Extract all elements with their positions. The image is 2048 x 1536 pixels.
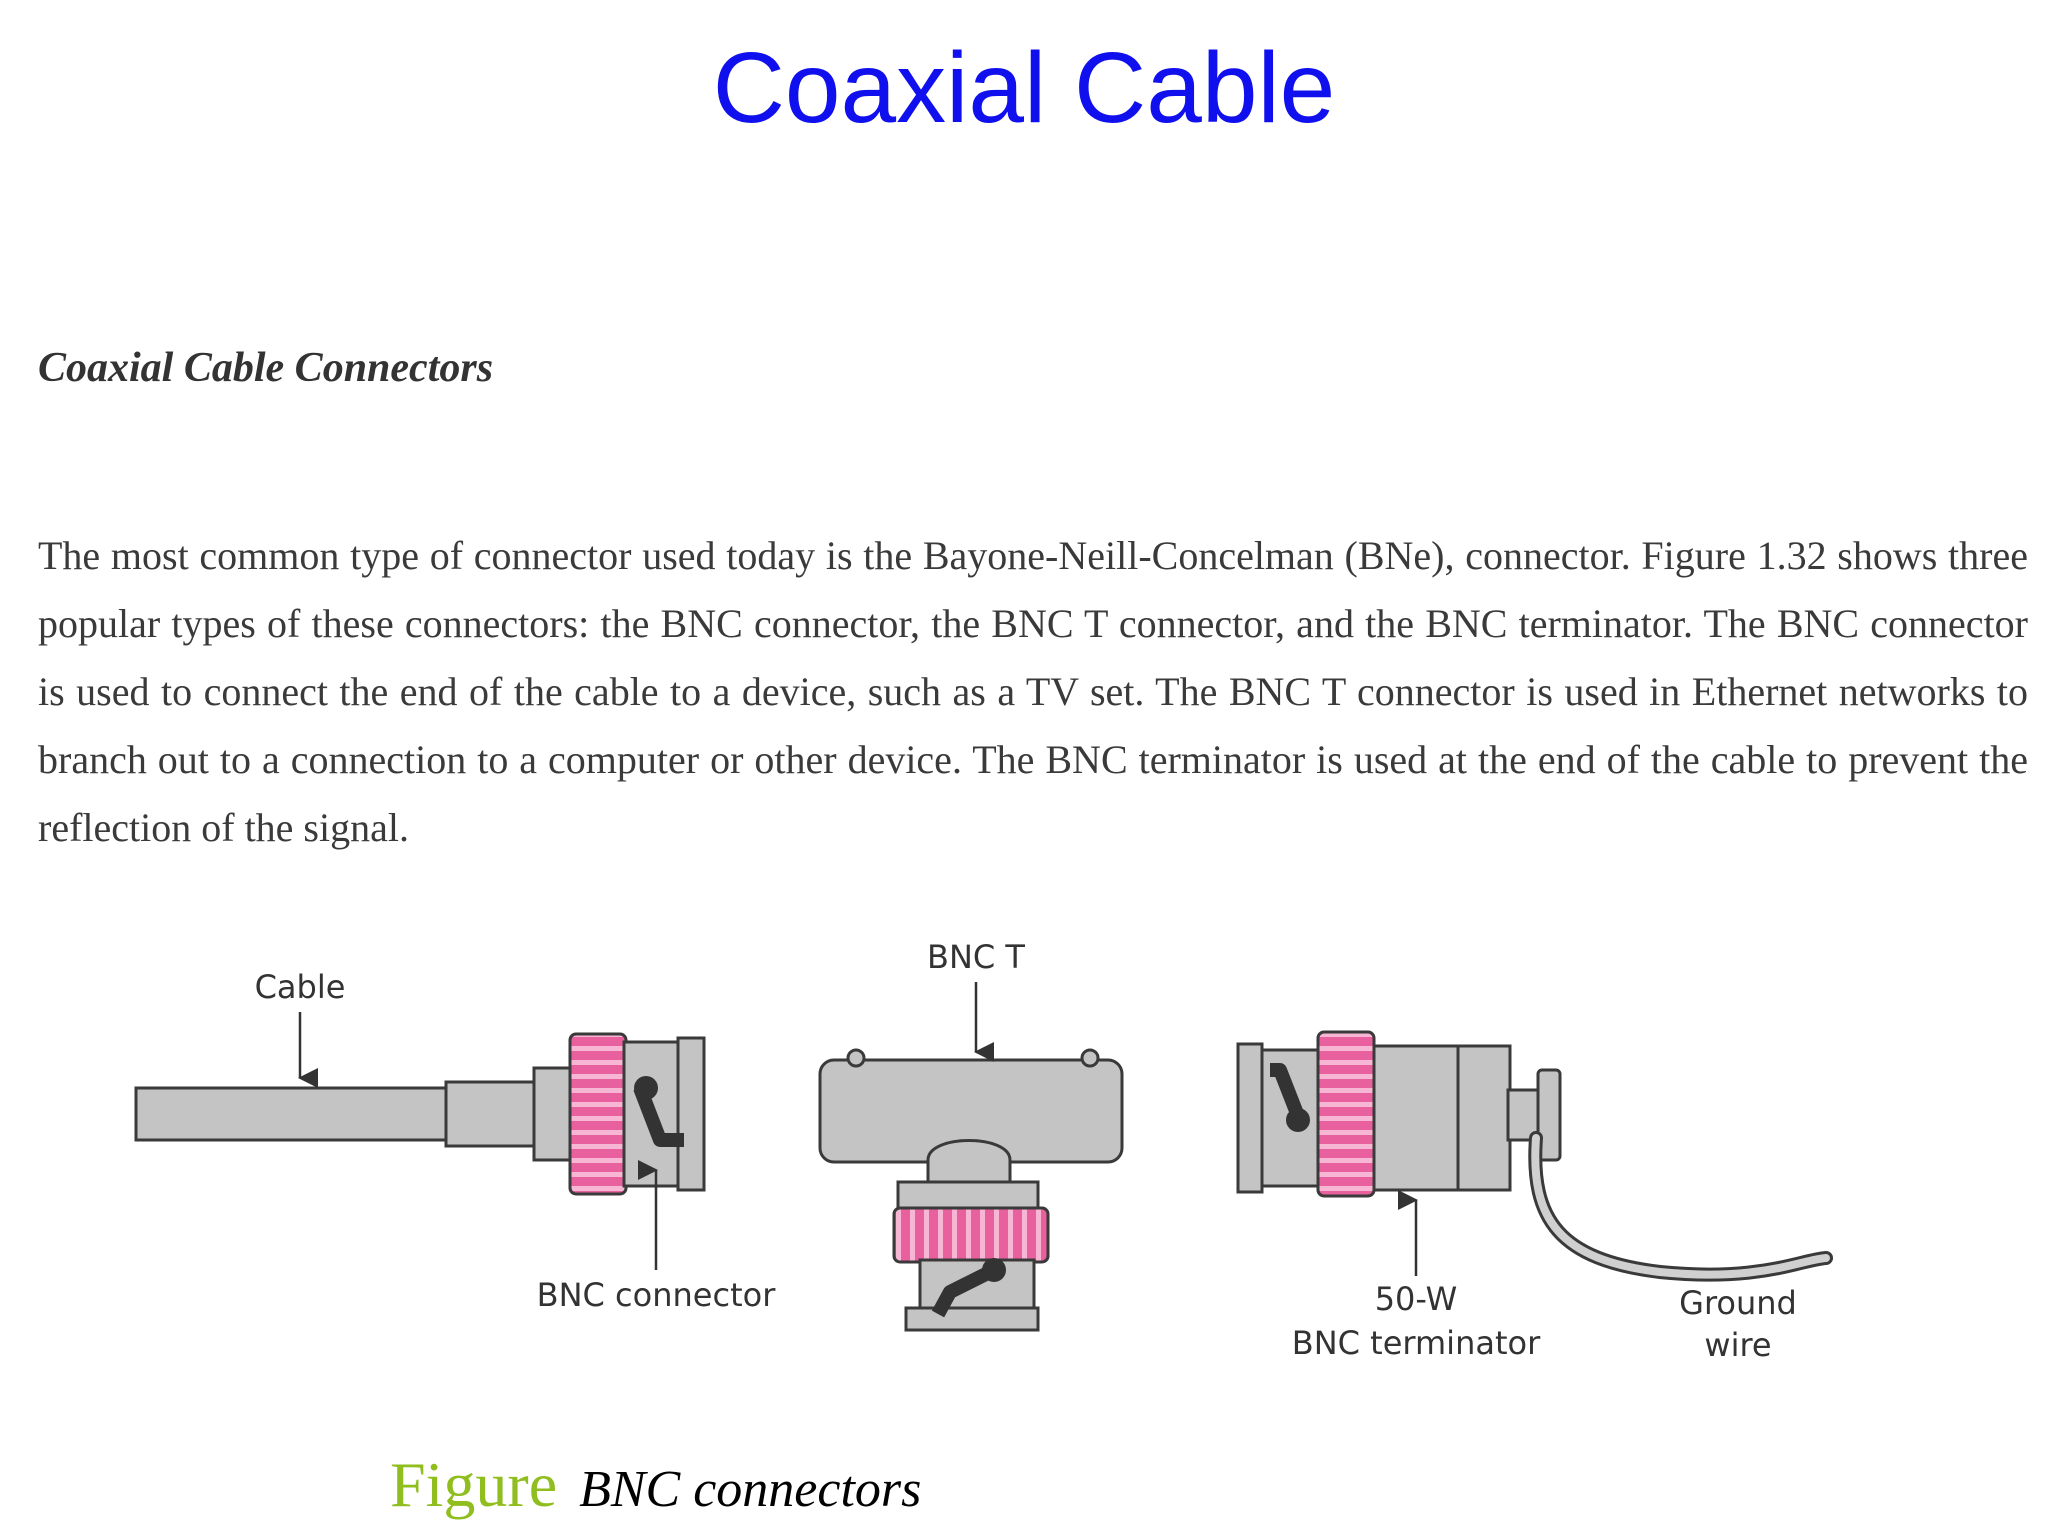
terminator-face: [1236, 1042, 1264, 1194]
t-stem-base: [896, 1180, 1040, 1212]
terminator-label-line2: BNC terminator: [1292, 1324, 1541, 1362]
bnc-connector-label: BNC connector: [537, 1276, 777, 1314]
bnc-t-assembly: [818, 1048, 1124, 1332]
bayonet-stud: [634, 1076, 658, 1100]
cable-sleeve: [444, 1080, 538, 1148]
connector-neck: [532, 1066, 576, 1162]
bnc-connectors-diagram: Cable BNC connector BNC T 50-W BNC termi…: [134, 938, 1833, 1364]
ground-wire-label-line1: Ground: [1679, 1284, 1797, 1322]
terminator-label-line1: 50-W: [1375, 1280, 1458, 1318]
ground-wire-core: [1531, 1134, 1830, 1279]
bayonet-pin: [633, 1085, 684, 1147]
bnc-terminator-assembly: [1236, 1030, 1833, 1282]
t-stem: [926, 1139, 1012, 1194]
connector-collar: [568, 1032, 628, 1196]
figure-caption: Figure BNC connectors: [390, 1448, 921, 1522]
cable: [134, 1086, 450, 1142]
ground-wire-label-line2: wire: [1704, 1326, 1771, 1364]
slide-title: Coaxial Cable: [712, 32, 1336, 144]
t-bayonet-stud: [982, 1258, 1006, 1282]
bnc-t-label: BNC T: [927, 938, 1025, 976]
ground-wire: [1528, 1131, 1833, 1282]
terminator-bayonet-stud: [1286, 1108, 1310, 1132]
caption-label: Figure: [390, 1449, 558, 1520]
terminator-body: [1372, 1044, 1512, 1192]
t-left-stud: [846, 1048, 866, 1068]
terminator-collar: [1316, 1030, 1376, 1198]
t-collar: [892, 1206, 1050, 1264]
t-right-stud: [1080, 1048, 1100, 1068]
connector-face: [676, 1036, 706, 1192]
terminator-bayonet-pin: [1270, 1063, 1305, 1119]
bnc-connector-assembly: [134, 1032, 706, 1196]
body-paragraph: The most common type of connector used t…: [38, 533, 2028, 850]
t-lower-face: [904, 1306, 1040, 1332]
ground-clamp: [1536, 1068, 1562, 1162]
cable-label: Cable: [255, 968, 346, 1006]
t-bayonet-pin: [931, 1265, 994, 1318]
caption-text: BNC connectors: [579, 1461, 922, 1518]
section-heading: Coaxial Cable Connectors: [38, 345, 494, 391]
